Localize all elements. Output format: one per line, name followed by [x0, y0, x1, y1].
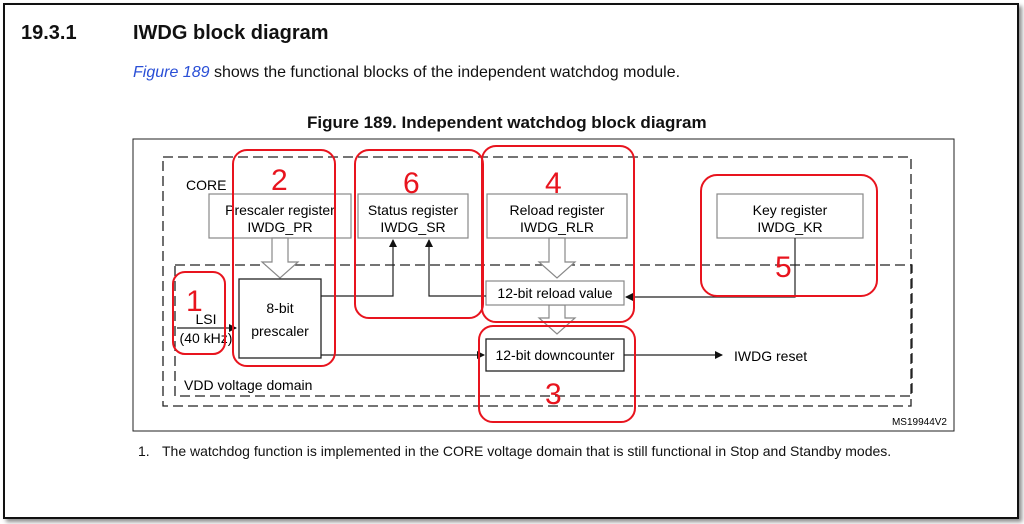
- footnote-number: 1.: [138, 443, 150, 459]
- prescaler-register-line1: Prescaler register: [225, 202, 335, 218]
- annotation-number-2: 2: [271, 164, 288, 197]
- annotation-number-6: 6: [403, 167, 420, 200]
- reload-value-block: 12-bit reload value: [485, 280, 625, 306]
- prescaler-register-line2: IWDG_PR: [247, 219, 312, 235]
- reload-to-status-arrow: [425, 239, 486, 297]
- key-to-reload-arrow: [625, 238, 796, 301]
- core-domain-box: [162, 156, 912, 407]
- reload-register-block: Reload register IWDG_RLR: [486, 193, 628, 239]
- annotation-number-5: 5: [775, 251, 792, 284]
- figure-link[interactable]: Figure 189: [133, 64, 210, 81]
- intro-text: shows the functional blocks of the indep…: [209, 64, 681, 81]
- annotation-box-2: [232, 149, 336, 367]
- status-register-line1: Status register: [368, 202, 459, 218]
- prescaler-register-block: Prescaler register IWDG_PR: [208, 193, 352, 239]
- section-number: 19.3.1: [21, 22, 77, 44]
- downcounter-label: 12-bit downcounter: [495, 347, 614, 363]
- prescaler-hollow-arrow: [260, 237, 300, 279]
- key-register-block: Key register IWDG_KR: [716, 193, 864, 239]
- annotation-box-4: [481, 145, 635, 323]
- document-frame: [3, 3, 1019, 519]
- prescaler-line2: prescaler: [251, 323, 309, 339]
- reload-hollow-arrow: [537, 237, 577, 279]
- core-label: CORE: [186, 177, 226, 193]
- annotation-box-1: [172, 271, 226, 355]
- prescaler-to-status-arrow: [321, 239, 397, 297]
- intro-paragraph: Figure 189 shows the functional blocks o…: [133, 64, 680, 82]
- downcounter-block: 12-bit downcounter: [485, 338, 625, 372]
- reset-label: IWDG reset: [734, 348, 807, 364]
- figure-border: [132, 138, 955, 432]
- annotation-number-1: 1: [186, 285, 203, 318]
- reload-value-label: 12-bit reload value: [497, 285, 612, 301]
- status-register-block: Status register IWDG_SR: [357, 193, 469, 239]
- prescaler-block: 8-bit prescaler: [238, 278, 322, 359]
- status-register-line2: IWDG_SR: [380, 219, 445, 235]
- lsi-frequency: (40 kHz): [180, 330, 233, 346]
- red-annotations: [172, 145, 878, 423]
- vdd-label: VDD voltage domain: [184, 377, 312, 393]
- lsi-label: LSI: [195, 311, 216, 327]
- prescaler-line1: 8-bit: [266, 300, 293, 316]
- reload-register-line1: Reload register: [510, 202, 605, 218]
- figure-id: MS19944V2: [892, 417, 947, 428]
- annotation-number-4: 4: [545, 167, 562, 200]
- figure-title: Figure 189. Independent watchdog block d…: [307, 113, 707, 132]
- downcounter-hollow-arrow: [537, 304, 577, 335]
- key-register-line1: Key register: [753, 202, 828, 218]
- annotation-number-3: 3: [545, 378, 562, 411]
- annotation-box-5: [700, 174, 878, 297]
- key-register-line2: IWDG_KR: [757, 219, 822, 235]
- reload-register-line2: IWDG_RLR: [520, 219, 594, 235]
- footnote-text: The watchdog function is implemented in …: [162, 443, 892, 459]
- section-title: IWDG block diagram: [133, 22, 329, 44]
- annotation-box-3: [478, 325, 636, 423]
